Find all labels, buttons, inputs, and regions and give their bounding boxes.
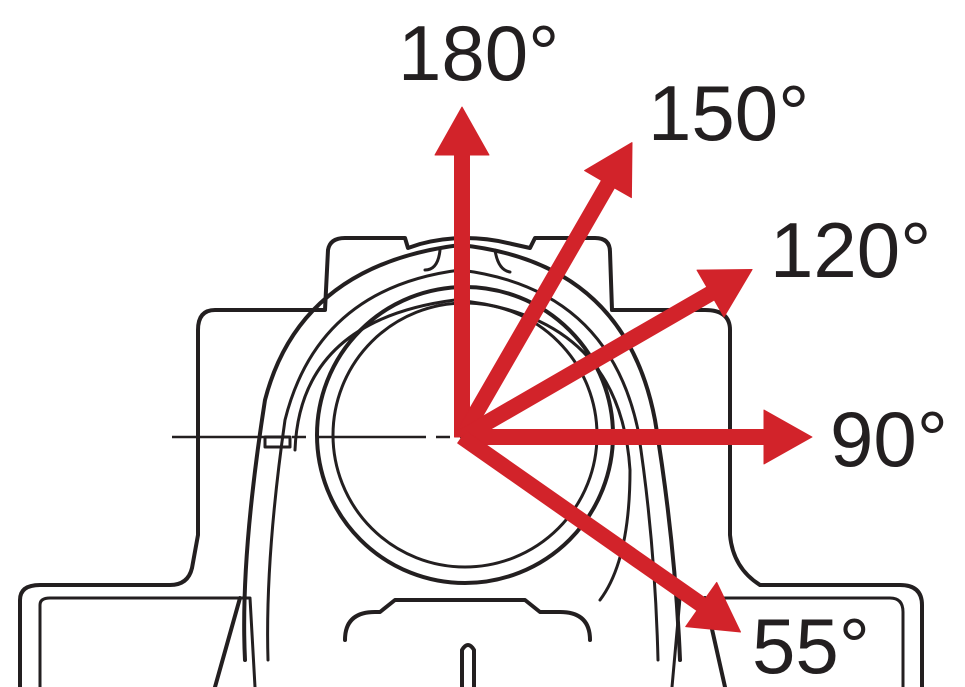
angle-labels: 180° 150° 120° 90° 55° <box>398 9 948 687</box>
angle-label-120: 120° <box>770 206 931 294</box>
base-center-notch <box>213 596 727 687</box>
load-arrow-150 <box>455 142 633 442</box>
load-arrows <box>434 106 813 633</box>
base-slot <box>460 643 476 687</box>
angle-label-180: 180° <box>398 9 559 97</box>
base-inner-line <box>38 596 257 687</box>
load-arrow-120 <box>457 269 753 444</box>
angle-label-55: 55° <box>752 602 870 687</box>
load-arrow-90 <box>461 409 813 465</box>
split-notch <box>263 435 292 449</box>
housing-inner-arc <box>293 298 632 602</box>
load-arrow-55 <box>457 430 741 633</box>
load-arrow-180 <box>434 106 490 438</box>
angle-label-90: 90° <box>830 395 948 483</box>
base-inner-line-right <box>670 596 905 687</box>
angle-label-150: 150° <box>648 69 809 157</box>
base-cutout <box>343 598 592 642</box>
cap-groove <box>423 248 512 274</box>
